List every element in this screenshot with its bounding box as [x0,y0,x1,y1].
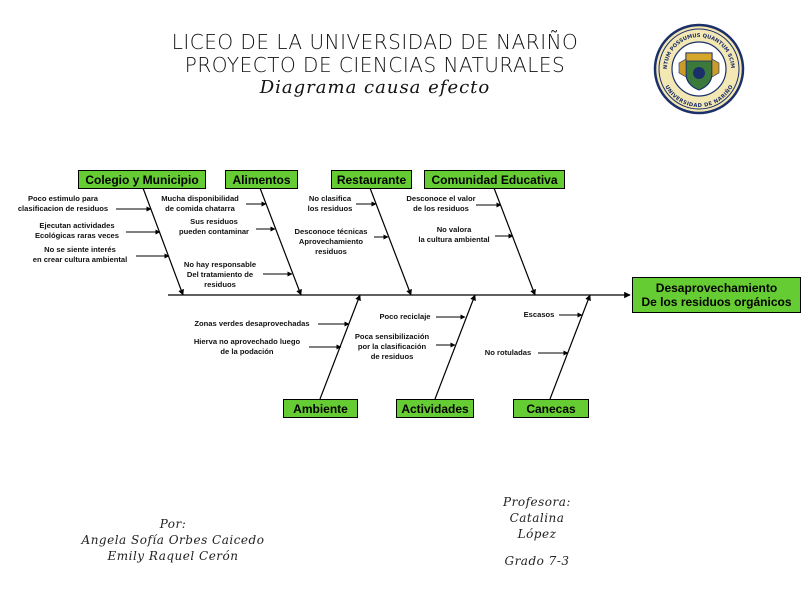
teacher-name-2: López [517,527,557,541]
author-name-2: Emily Raquel Cerón [107,549,239,563]
cause-restaurante-2: Desconoce técnicas Aprovechamiento resid… [294,227,368,256]
grade-label: Grado 7-3 [504,554,570,568]
cause-colegio-3: No se siente interés en crear cultura am… [32,245,128,264]
cause-alimentos-2: Sus residuos pueden contaminar [178,217,250,236]
authors-block: Por: Angela Sofía Orbes Caicedo Emily Ra… [60,516,286,564]
author-name-1: Angela Sofía Orbes Caicedo [81,533,265,547]
university-seal-logo: TANTUM POSSUMUS QUANTUM SCIMUS UNIVERSID… [653,23,745,115]
category-colegio-municipio: Colegio y Municipio [78,170,206,189]
cause-ambiente-1: Zonas verdes desaprovechadas [194,319,310,328]
bone-colegio [142,187,184,296]
cause-canecas-1: Escasos [523,310,555,319]
category-canecas: Canecas [513,399,589,418]
title-project: PROYECTO DE CIENCIAS NATURALES [184,53,566,77]
category-alimentos: Alimentos [225,170,298,189]
effect-line-2: De los residuos orgánicos [641,295,792,309]
category-actividades: Actividades [396,399,474,418]
effect-line-1: Desaprovechamiento [655,281,778,295]
cause-comunidad-1: Desconoce el valor de los residuos [406,194,476,213]
authors-label: Por: [159,517,187,531]
bone-alimentos [259,187,302,296]
title-institution: LICEO DE LA UNIVERSIDAD DE NARIÑO [171,30,579,54]
cause-ambiente-2: Hierva no aprovechado luego de la podaci… [193,337,301,356]
cause-colegio-2: Ejecutan actividades Ecológicas raras ve… [34,221,119,240]
bone-canecas [549,294,591,400]
category-restaurante: Restaurante [331,170,412,189]
cause-comunidad-2: No valora la cultura ambiental [418,225,490,244]
cause-restaurante-1: No clasifica los residuos [307,194,353,213]
cause-alimentos-3: No hay responsable Del tratamiento de re… [183,260,257,289]
category-ambiente: Ambiente [283,399,358,418]
cause-canecas-2: No rotuladas [484,348,532,357]
cause-colegio-1: Poco estimulo para clasificacion de resi… [17,194,109,213]
bone-restaurante [369,187,412,296]
bone-actividades [434,294,476,400]
category-comunidad-educativa: Comunidad Educativa [424,170,565,189]
cause-alimentos-1: Mucha disponibilidad de comida chatarra [161,194,239,213]
teacher-name-1: Catalina [509,511,565,525]
diagram-subtitle: Diagrama causa efecto [259,77,491,98]
bone-comunidad [493,187,536,296]
teacher-block: Profesora: Catalina López Grado 7-3 [488,494,586,569]
cause-actividades-2: Poca sensibilización por la clasificació… [354,332,430,361]
teacher-label: Profesora: [503,495,571,509]
cause-actividades-1: Poco reciclaje [379,312,431,321]
effect-box: Desaprovechamiento De los residuos orgán… [632,277,801,313]
